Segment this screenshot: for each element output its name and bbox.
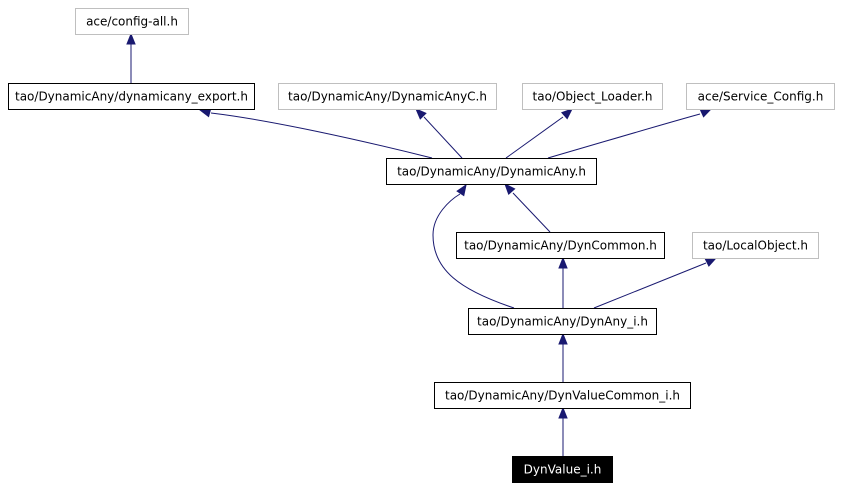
- node-box: [278, 83, 497, 110]
- edge-line: [210, 112, 433, 159]
- edge-dynany_i-to-localobject: [593, 257, 718, 309]
- node-box: [75, 8, 189, 35]
- node-box: [386, 158, 597, 185]
- node-box: [522, 83, 663, 110]
- edge-line: [593, 262, 707, 309]
- edge-dynamicany-to-service_config: [547, 108, 713, 159]
- edge-dynamicany-to-object_loader: [505, 108, 574, 159]
- node-label: tao/DynamicAny/dynamicany_export.h: [15, 90, 248, 104]
- edge-line: [432, 193, 515, 309]
- node-service-config: ace/Service_Config.h: [686, 83, 835, 110]
- arrowhead: [504, 182, 516, 195]
- edge-dynamicany_export-to-config_all: [126, 32, 136, 83]
- node-label: tao/DynamicAny/DynamicAny.h: [397, 165, 586, 179]
- node-label: tao/DynamicAny/DynamicAnyC.h: [288, 90, 487, 104]
- edge-dynvalue_i-to-dynvaluecommon_i: [558, 406, 568, 456]
- node-label: tao/Object_Loader.h: [533, 90, 653, 104]
- node-box: [468, 308, 657, 335]
- edge-dynvaluecommon_i-to-dynany_i: [558, 332, 568, 382]
- node-dynvalue-i: DynValue_i.h: [512, 456, 613, 483]
- node-label: tao/DynamicAny/DynValueCommon_i.h: [445, 389, 680, 403]
- arrowhead: [558, 406, 568, 419]
- node-label: ace/Service_Config.h: [698, 90, 824, 104]
- node-dynamicany-export[interactable]: tao/DynamicAny/dynamicany_export.h: [8, 83, 255, 110]
- node-label: ace/config-all.h: [86, 15, 178, 29]
- edges-layer: [126, 32, 718, 456]
- node-box: [8, 83, 255, 110]
- node-dynany-i[interactable]: tao/DynamicAny/DynAny_i.h: [468, 308, 657, 335]
- node-dynamicany[interactable]: tao/DynamicAny/DynamicAny.h: [386, 158, 597, 185]
- node-config-all: ace/config-all.h: [75, 8, 189, 35]
- node-label: tao/LocalObject.h: [703, 239, 808, 253]
- arrowhead: [415, 108, 427, 120]
- edge-line: [505, 116, 564, 159]
- arrowhead: [558, 332, 568, 345]
- nodes-layer: ace/config-all.h tao/DynamicAny/dynamican…: [8, 8, 835, 483]
- edge-line: [512, 192, 551, 233]
- node-dyncommon[interactable]: tao/DynamicAny/DynCommon.h: [456, 232, 665, 259]
- arrowhead: [126, 32, 136, 45]
- node-box: [456, 232, 665, 259]
- node-label: DynValue_i.h: [524, 463, 602, 477]
- node-object-loader: tao/Object_Loader.h: [522, 83, 663, 110]
- node-dynamicanyc: tao/DynamicAny/DynamicAnyC.h: [278, 83, 497, 110]
- node-box: [434, 382, 691, 409]
- edge-dynany_i-to-dynamicany: [432, 183, 515, 309]
- edge-dynany_i-to-dyncommon: [558, 256, 568, 308]
- node-label: tao/DynamicAny/DynCommon.h: [464, 239, 657, 253]
- arrowhead: [699, 108, 713, 118]
- node-dynvaluecommon-i[interactable]: tao/DynamicAny/DynValueCommon_i.h: [434, 382, 691, 409]
- node-box: [692, 232, 819, 259]
- arrowhead: [704, 257, 718, 267]
- node-box: [512, 456, 613, 483]
- node-localobject: tao/LocalObject.h: [692, 232, 819, 259]
- edge-dynamicany-to-dynamicany_export: [198, 108, 433, 159]
- arrowhead: [558, 256, 568, 269]
- arrowhead: [561, 108, 574, 120]
- edge-dynamicany-to-dynamicanyc: [415, 108, 463, 159]
- edge-line: [423, 116, 463, 159]
- edge-line: [547, 113, 701, 159]
- node-box: [686, 83, 835, 110]
- node-label: tao/DynamicAny/DynAny_i.h: [477, 315, 648, 329]
- edge-dyncommon-to-dynamicany: [504, 182, 551, 233]
- arrowhead: [456, 183, 467, 197]
